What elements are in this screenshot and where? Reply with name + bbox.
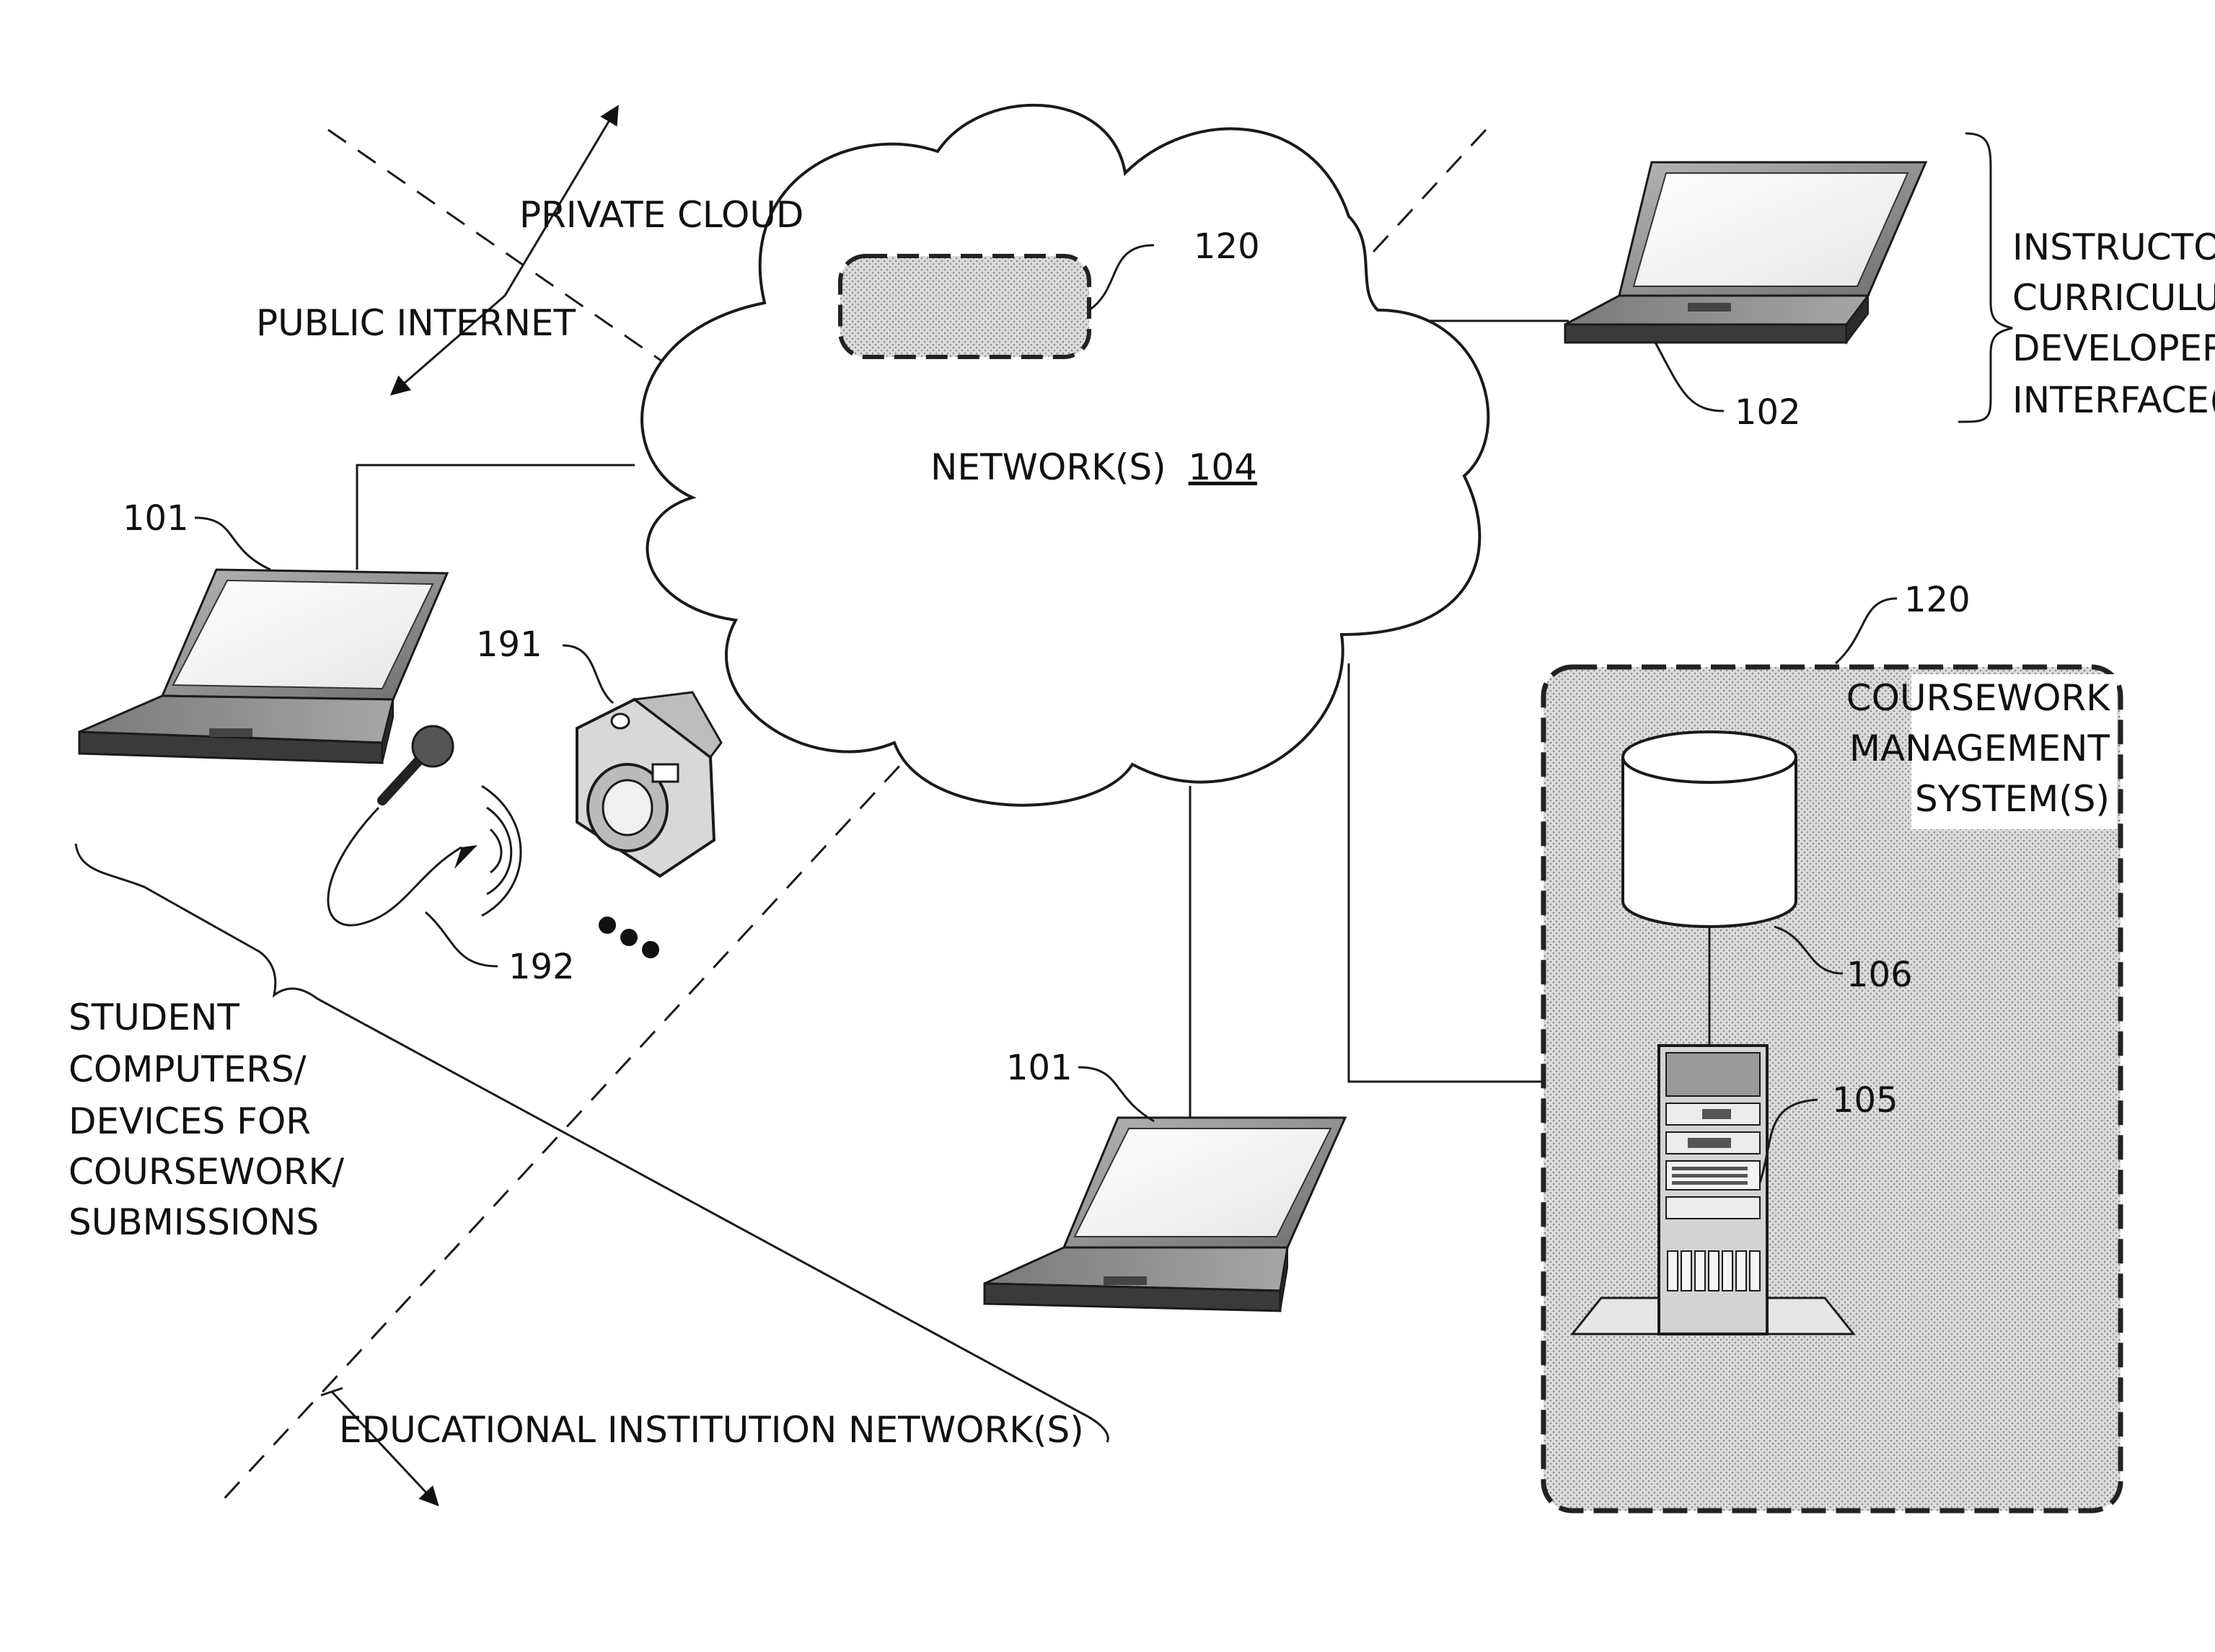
instructor-label-line-1: INSTRUCTOR / — [2012, 226, 2215, 268]
student-bracket — [76, 844, 1108, 1442]
ref-192: 192 — [508, 947, 575, 987]
coursework-label-line-3: SYSTEM(S) — [1915, 778, 2110, 820]
leader-120-system — [1836, 598, 1897, 663]
edu-network-label: EDUCATIONAL INSTITUTION NETWORK(S) — [339, 1409, 1084, 1451]
network-label-prefix: NETWORK(S) — [930, 446, 1166, 488]
coursework-label-line-2: MANAGEMENT — [1849, 728, 2110, 769]
camera-icon — [577, 692, 721, 876]
instructor-label-line-3: DEVELOPER — [2012, 327, 2215, 369]
leader-101-bottom — [1078, 1067, 1154, 1121]
private-cloud-label: PRIVATE CLOUD — [519, 194, 803, 236]
student-label-line-5: SUBMISSIONS — [69, 1201, 319, 1243]
instructor-label-line-2: CURRICULUM — [2012, 277, 2215, 319]
link-left-laptop — [357, 465, 635, 570]
instructor-bracket — [1958, 133, 2012, 422]
cloud-system-box — [840, 256, 1089, 357]
laptop-icon — [79, 570, 447, 763]
ref-120-system: 120 — [1904, 580, 1970, 620]
ref-102: 102 — [1735, 392, 1801, 433]
student-label-line-3: DEVICES FOR — [69, 1100, 311, 1142]
student-label-line-1: STUDENT — [69, 997, 239, 1038]
ref-105: 105 — [1832, 1080, 1898, 1121]
student-label-line-2: COMPUTERS/ — [69, 1048, 307, 1090]
ref-101-bottom: 101 — [1006, 1048, 1073, 1088]
ref-106: 106 — [1846, 955, 1913, 995]
leader-101-left — [195, 518, 270, 570]
network-label-ref: 104 — [1189, 446, 1257, 488]
public-internet-label: PUBLIC INTERNET — [256, 302, 576, 344]
student-devices-label: STUDENT COMPUTERS/ DEVICES FOR COURSEWOR… — [69, 997, 344, 1243]
ref-191: 191 — [476, 624, 542, 665]
leader-102 — [1655, 343, 1724, 411]
ellipsis-icon — [599, 916, 659, 958]
ref-120-cloud: 120 — [1194, 226, 1260, 267]
instructor-label-line-4: INTERFACE(S) — [2012, 379, 2215, 421]
laptop-icon — [985, 1118, 1345, 1311]
leader-191 — [563, 645, 613, 703]
network-label: NETWORK(S) 104 — [930, 446, 1257, 488]
coursework-label-line-1: COURSEWORK — [1846, 677, 2110, 719]
student-label-line-4: COURSEWORK/ — [69, 1151, 344, 1193]
instructor-label: INSTRUCTOR / CURRICULUM DEVELOPER INTERF… — [2012, 226, 2215, 421]
leader-192 — [426, 912, 498, 966]
database-icon — [1623, 732, 1796, 927]
laptop-icon — [1565, 162, 1926, 343]
ref-101-left: 101 — [123, 498, 189, 539]
